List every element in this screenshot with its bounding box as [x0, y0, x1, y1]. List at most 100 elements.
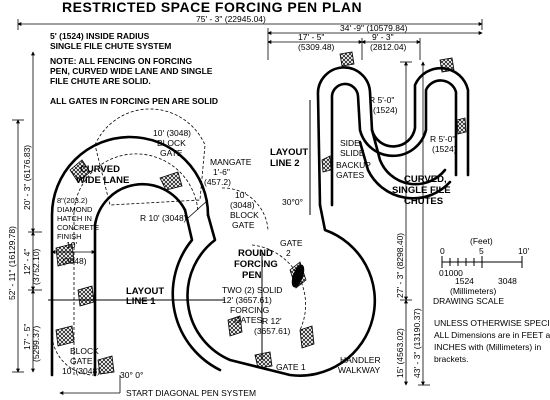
low-block-gate-label-1: BLOCK: [70, 346, 99, 356]
mangate-label-3: (457.2): [204, 177, 231, 187]
diamond-label-5: FINISH: [57, 232, 82, 241]
scale-tick-5: 5: [479, 246, 484, 256]
left-upper-label: 20' - 3" (6176.83): [22, 145, 32, 210]
side-slide-label-1: SIDE: [340, 138, 360, 148]
mid-block-gate-swing: [221, 187, 269, 231]
right-43-label: 43' - 3" (13190.37): [412, 308, 422, 378]
low-block-gate-label-2: GATE: [70, 356, 93, 366]
angle-label-lower: 30° 0°: [120, 370, 143, 380]
right-width-label: 34' -9" (10579.84): [340, 23, 408, 33]
right-27-label: 27' - 3" (8298.40): [395, 233, 405, 298]
hatch-patch: [55, 243, 75, 267]
animal-silhouette: [291, 264, 305, 288]
width-9-3-label: 9' - 3": [372, 32, 394, 42]
spec-note-line1: UNLESS OTHERWISE SPECIFIED: [434, 318, 550, 328]
mid-block-gate-label-3: BLOCK: [230, 210, 259, 220]
hatch-patch: [77, 285, 95, 307]
r5-top-label-2: (1524): [373, 105, 398, 115]
handler-walkway-label-2: WALKWAY: [338, 365, 381, 375]
scale-tick-0: 0: [440, 246, 445, 256]
layout-line-2-label-a: LAYOUT: [270, 147, 308, 158]
hatch-patch: [299, 325, 315, 349]
diamond-label-3: HATCH IN: [57, 214, 92, 223]
round-pen-label-1: ROUND: [238, 248, 273, 259]
curved-lane-outer-wall: [50, 135, 210, 377]
curved-chutes-label-3: CHUTES: [404, 196, 443, 207]
mid-block-gate-label-2: (3048): [230, 200, 255, 210]
round-pen-left-wall: [171, 208, 222, 372]
hatch-patch: [97, 355, 115, 375]
top-block-gate-label-3: GATE: [160, 148, 183, 158]
scale-mm-1000: 1000: [444, 268, 463, 278]
scale-mm-label: (Millimeters): [450, 286, 496, 296]
mangate-label-1: MANGATE: [210, 157, 252, 167]
diamond-label-1: 8"(203.2): [57, 196, 88, 205]
r5-top-label-1: R 5'-0": [369, 95, 394, 105]
width-9-3-mm-label: (2812.04): [370, 42, 407, 52]
scale-mm-0: 0: [439, 268, 444, 278]
gate-2-label-2: 2: [286, 248, 291, 258]
angle-label-upper: 30°0°: [282, 197, 303, 207]
page-title: RESTRICTED SPACE FORCING PEN PLAN: [62, 0, 362, 15]
low-block-gate-label-3: 10' (3048): [62, 366, 100, 376]
hatch-patch: [321, 155, 332, 173]
gate-1-label: GATE 1: [276, 362, 306, 372]
hatch-patch: [339, 51, 355, 67]
left-mid-mm-label: (3752.10): [31, 248, 41, 285]
r12-label-2: (3657.61): [254, 326, 291, 336]
left-total-label: 52' - 11" (16129.78): [7, 226, 17, 300]
r5-right-label-2: (1524): [432, 144, 457, 154]
forcing-gates-label-1: TWO (2) SOLID: [222, 285, 282, 295]
scale-mm-1524: 1524: [455, 276, 474, 286]
spec-note-line3: INCHES with (Millimeters) in: [434, 342, 541, 352]
left-mid-label: 12' - 4": [22, 249, 32, 275]
forcing-gates-label-4: GATES: [234, 315, 263, 325]
width-17-5-label: 17' - 5": [298, 32, 324, 42]
overall-width-label: 75' - 3" (22945.04): [196, 14, 266, 24]
spec-note-line4: brackets.: [434, 354, 469, 364]
round-pen-label-3: PEN: [242, 270, 262, 281]
fence-note-line1: NOTE: ALL FENCING ON FORCING: [50, 56, 193, 66]
right-15-label: 15' (4563.02): [395, 328, 405, 378]
r10-leader: [187, 199, 209, 219]
chute-inner-wall: [330, 79, 458, 207]
hatch-patch: [159, 171, 183, 191]
backup-gates-label-1: BACKUP: [336, 160, 371, 170]
scale-mm-3048: 3048: [498, 276, 517, 286]
hatch-patch: [254, 351, 273, 369]
curved-chutes-label-1: CURVED,: [404, 174, 447, 185]
layout-line-2-label-b: LINE 2: [270, 158, 300, 169]
forcing-gates-label-2: 12' (3657.61): [222, 295, 272, 305]
curved-lane-label-2: WIDE LANE: [76, 175, 129, 186]
mid-block-gate-label-4: GATE: [232, 220, 255, 230]
round-pen-outer-wall: [186, 203, 377, 377]
top-block-gate-label-1: 10' (3048): [153, 128, 191, 138]
hatch-patch: [227, 315, 243, 337]
side-slide-label-2: SLIDE: [340, 148, 365, 158]
chute-right-curve-inner: [358, 140, 452, 200]
top-block-gate-label-2: BLOCK: [157, 138, 186, 148]
r5-right-label-1: R 5'-0": [430, 134, 455, 144]
lane-centerline: [73, 153, 199, 375]
mid-block-gate-label-1: 10': [235, 190, 246, 200]
fence-note-line3: FILE CHUTE ARE SOLID.: [50, 76, 151, 86]
width-17-5-mm-label: (5309.48): [298, 42, 335, 52]
hatch-patch: [55, 325, 75, 347]
top-block-gate-swing: [94, 108, 206, 206]
mangate-label-2: 1'-6": [213, 167, 230, 177]
diamond-label-2: DIAMOND: [57, 205, 93, 214]
gate-2-label-1: GATE: [280, 238, 303, 248]
curved-lane-label-1: CURVED: [80, 164, 120, 175]
scale-caption: DRAWING SCALE: [433, 296, 504, 306]
spec-note-line2: ALL Dimensions are in FEET and: [434, 330, 550, 340]
radius-note-line2: SINGLE FILE CHUTE SYSTEM: [50, 41, 171, 51]
lane-width-mm-label: (3048): [62, 256, 87, 266]
backup-gates-label-2: GATES: [336, 170, 365, 180]
drawing-scale: (Feet) 0 5 10' 0 1000 1524 3048 (Millime…: [433, 236, 529, 306]
handler-walkway-label-1: HANDLER: [340, 355, 381, 365]
left-low-mm-label: (5299.37): [31, 325, 41, 362]
layout-line-1-label-b: LINE 1: [126, 296, 156, 307]
round-pen-label-2: FORCING: [234, 259, 278, 270]
hatch-patch: [439, 57, 455, 73]
